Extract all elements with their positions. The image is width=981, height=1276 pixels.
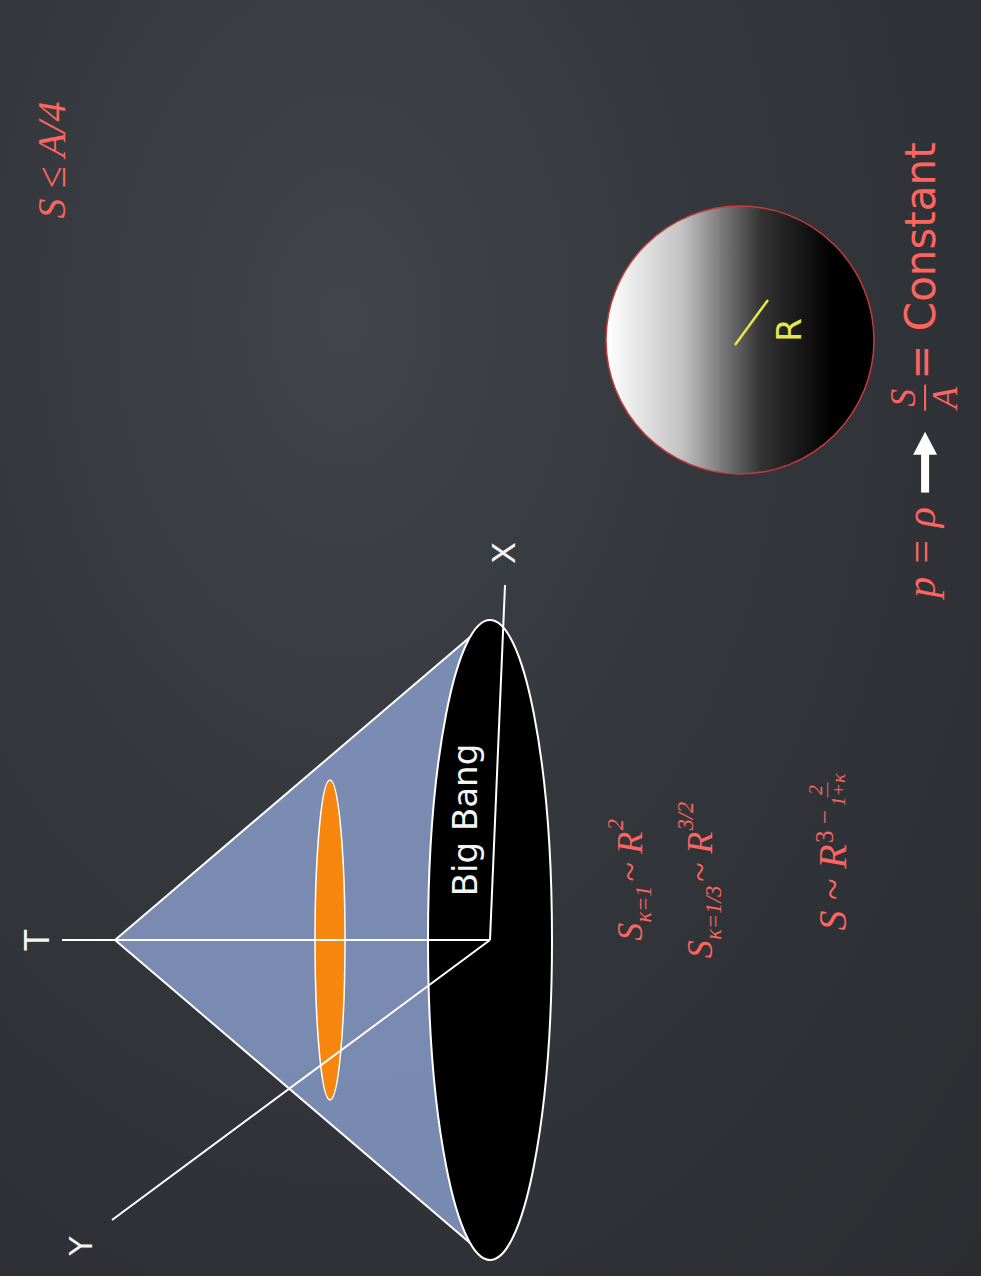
y-axis xyxy=(112,940,490,1220)
sphere-shape xyxy=(606,206,874,474)
formula-text: S ~ R xyxy=(813,844,855,930)
formula-part: 2 xyxy=(610,819,650,831)
formula-text: 1+κ xyxy=(828,771,850,809)
formula-text: S xyxy=(885,385,926,411)
formula-part: 3 −21+κ xyxy=(811,770,856,845)
formula-part: S ≤ A/4 xyxy=(29,102,74,219)
big-bang-label: Big Bang xyxy=(448,744,484,896)
formula-part: κ=1/3 xyxy=(680,882,720,940)
big-bang-ellipse: Big Bang xyxy=(428,620,552,1260)
formula-text: 3 − xyxy=(812,810,838,843)
formula-text: S ≤ A/4 xyxy=(31,102,73,219)
entropy-scaling: S ~ R3 −21+κ xyxy=(805,770,854,931)
formula-text: p = ρ xyxy=(899,507,943,598)
x-axis xyxy=(490,585,505,940)
formula-text: S xyxy=(612,923,650,941)
entropy-case: Sκ=1/3~ R3/2 xyxy=(674,802,725,958)
formula-part: S xyxy=(680,940,720,958)
equation-of-state: p = ρSA= Constant xyxy=(885,142,965,597)
fraction: SA xyxy=(885,383,965,413)
entropy-case: Sκ=1~ R2 xyxy=(604,819,655,941)
formula-text: 3/2 xyxy=(673,802,698,831)
formula-text: T xyxy=(20,930,56,951)
formula-part: κ=1 xyxy=(610,882,650,923)
formula-part: ~ R xyxy=(610,832,650,882)
entropy-bound: S ≤ A/4 xyxy=(31,102,73,219)
implies-arrow xyxy=(911,430,939,492)
formula-part: T xyxy=(17,930,57,951)
formula-part xyxy=(898,416,944,507)
formula-text: 2 xyxy=(603,819,628,830)
formula-part: 21+κ xyxy=(811,770,838,811)
fraction: 21+κ xyxy=(805,771,849,809)
formula-text: κ=1 xyxy=(631,885,656,922)
formula-part: S ~ R xyxy=(811,844,856,930)
big-bang-ellipse-outline xyxy=(428,620,552,1260)
formula-text: Y xyxy=(65,1236,99,1256)
exponent: 3 −21+κ xyxy=(811,770,838,843)
formula-text: S xyxy=(682,940,720,958)
formula-text: ~ R xyxy=(612,832,650,882)
formula-text: 2 xyxy=(805,783,828,798)
formula-text: = Constant xyxy=(899,142,943,379)
formula-part: X xyxy=(485,542,523,564)
formula-part: 3/2 xyxy=(680,802,720,832)
axis-label: Y xyxy=(65,1236,99,1256)
horizon-sphere: R xyxy=(605,205,875,475)
formula-part: 3 − xyxy=(811,810,838,843)
radius-line xyxy=(735,300,768,345)
formula-part: Y xyxy=(62,1236,100,1256)
horizon-sphere-outline xyxy=(605,205,875,475)
formula-part: SA xyxy=(898,380,944,416)
formula-part: S xyxy=(610,923,650,941)
formula-text: ~ R xyxy=(682,832,720,882)
formula-text: A xyxy=(926,383,965,413)
formula-text: κ=1/3 xyxy=(701,885,726,939)
radius-label: R xyxy=(772,318,808,342)
axis-label: X xyxy=(488,542,522,564)
t-axis xyxy=(62,939,490,941)
formula-part: ~ R xyxy=(680,832,720,882)
formula-text: X xyxy=(488,542,522,564)
formula-part: = Constant xyxy=(896,142,945,379)
formula-part: p = ρ xyxy=(898,507,944,598)
axis-label: T xyxy=(20,930,56,951)
